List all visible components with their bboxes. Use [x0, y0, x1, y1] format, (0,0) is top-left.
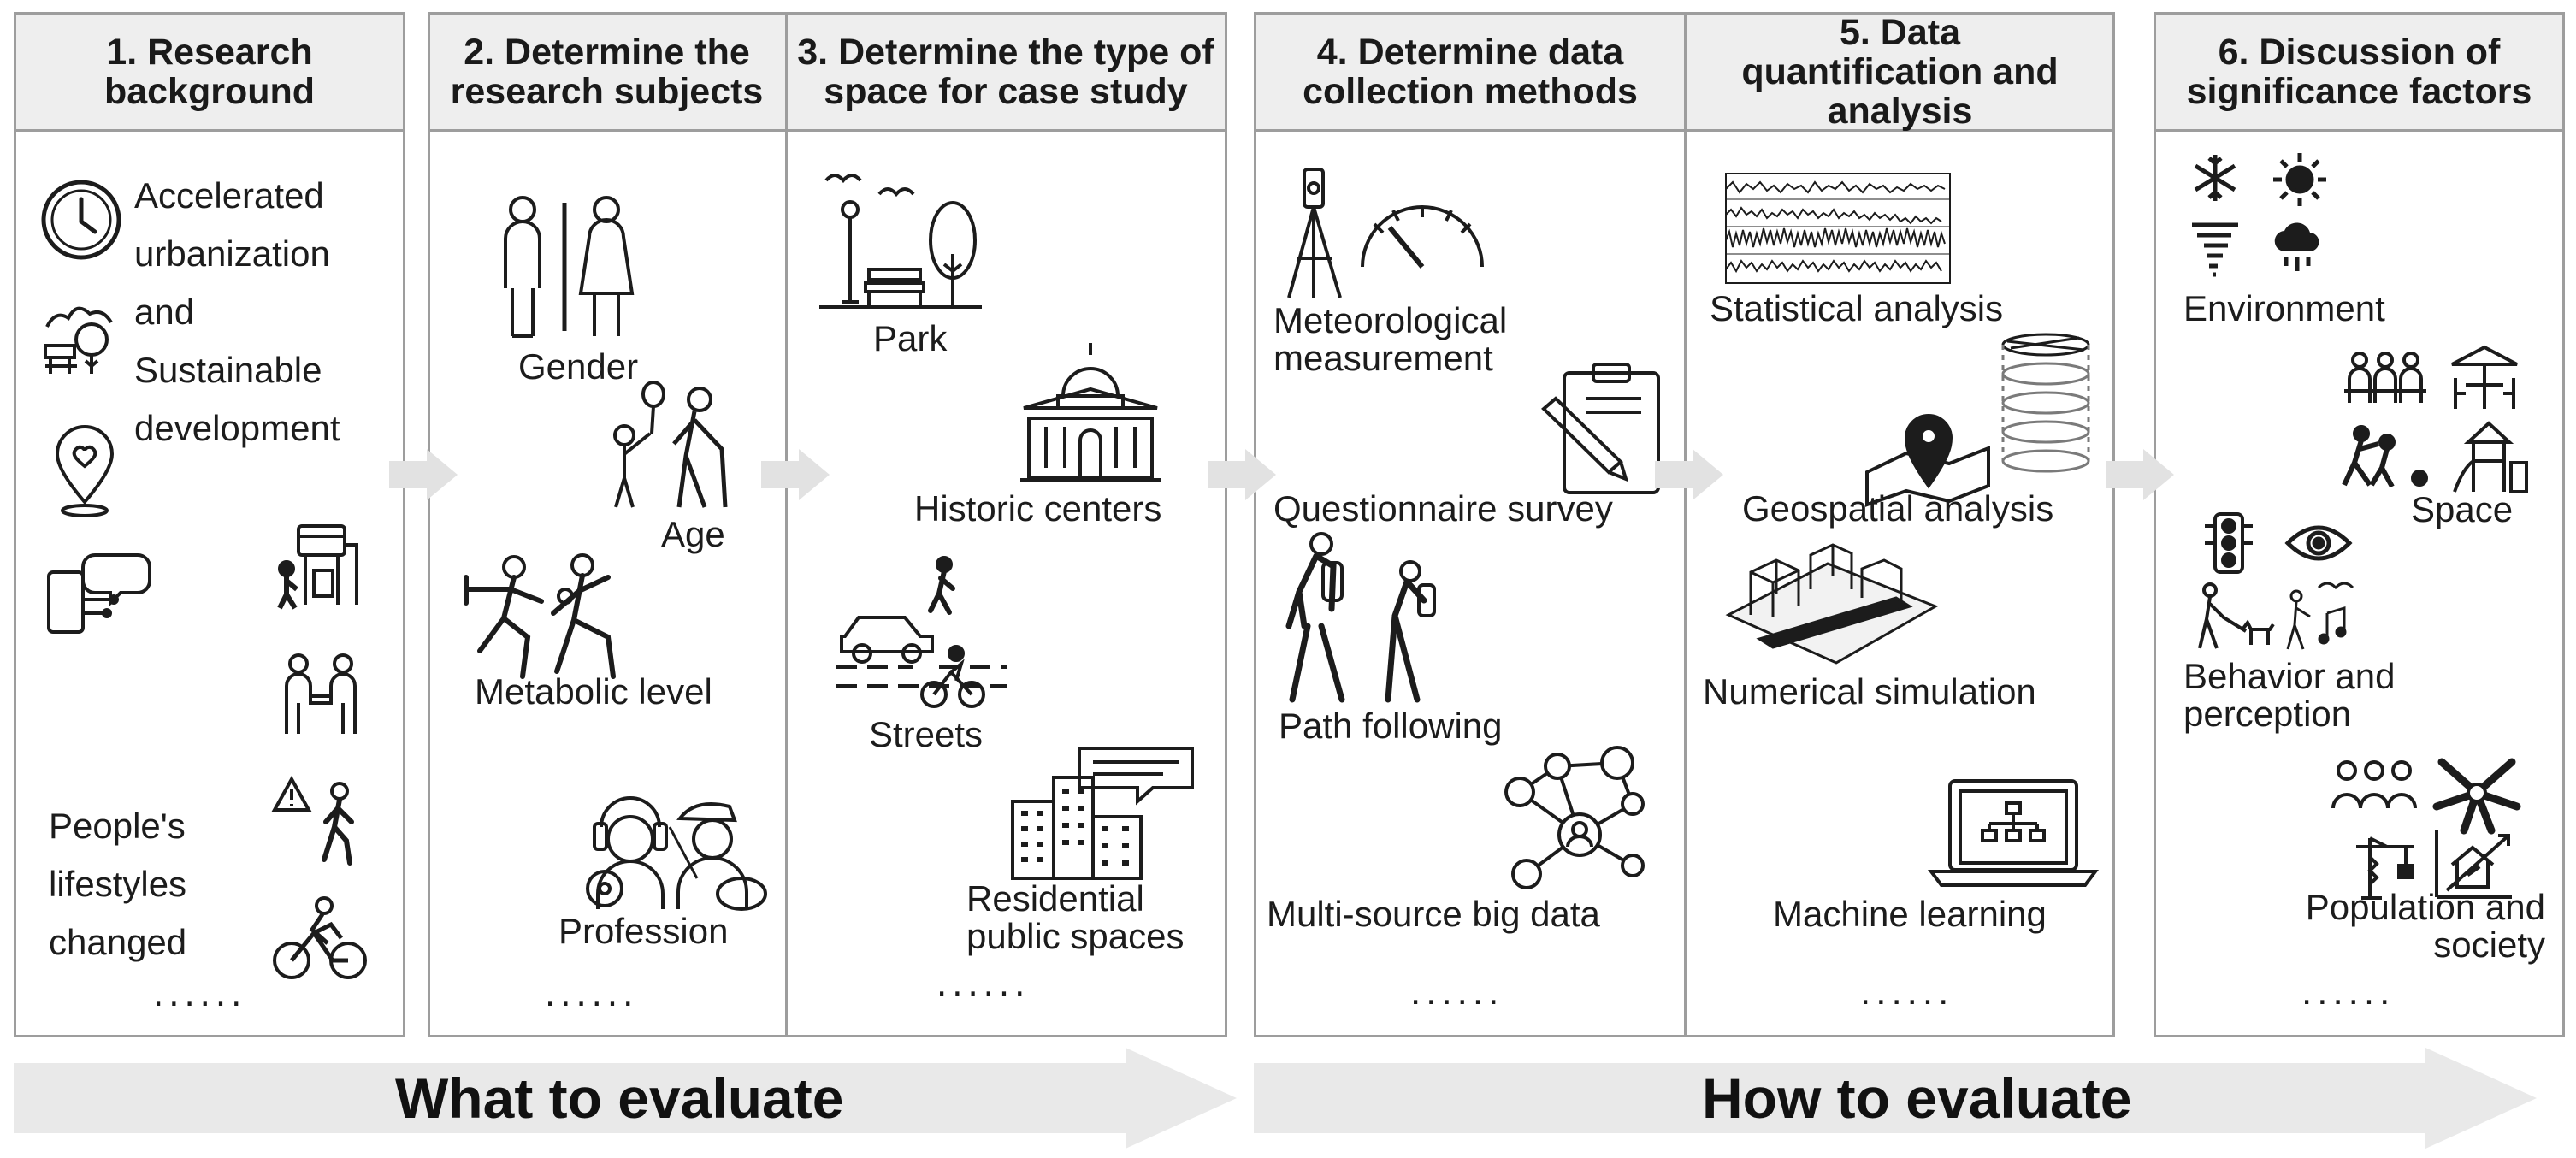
chevron-right-icon: [761, 449, 830, 500]
phone-chat-icon: [44, 547, 155, 641]
laptop-icon: [1928, 776, 2099, 891]
gender-label: Gender: [518, 346, 639, 387]
hikers-icon: [1282, 532, 1453, 703]
what-to-evaluate-arrow: What to evaluate: [14, 1048, 1237, 1149]
hands-together-icon: [2430, 752, 2524, 835]
playground-icon: [2451, 417, 2528, 493]
big-data-label: Multi-source big data: [1267, 894, 1600, 934]
eye-icon: [2284, 521, 2353, 565]
walking-dog-icon: [2195, 582, 2276, 652]
ellipsis: ......: [545, 972, 639, 1014]
how-to-evaluate-arrow: How to evaluate: [1254, 1048, 2537, 1149]
chevron-right-icon: [389, 449, 458, 500]
ellipsis: ......: [936, 962, 1031, 1004]
sun-icon: [2272, 151, 2328, 208]
panel-methods-and-analysis: 4. Determine data collection methods 5. …: [1254, 12, 2115, 1037]
column-title-research-subjects: 2. Determine the research subjects: [450, 32, 764, 112]
age-label: Age: [661, 514, 725, 554]
park-label: Park: [873, 318, 948, 358]
chevron-right-icon: [2106, 449, 2174, 500]
metabolic-label: Metabolic level: [475, 671, 712, 712]
column-title-space-type: 3. Determine the type of space for case …: [797, 32, 1214, 112]
streets-icon: [836, 556, 1007, 712]
geospatial-label: Geospatial analysis: [1742, 488, 2054, 529]
snowflake-icon: [2190, 153, 2240, 203]
panel-header: 4. Determine data collection methods 5. …: [1256, 12, 2112, 132]
park-icon: [819, 168, 982, 314]
streets-label: Streets: [869, 714, 984, 754]
meteorological-label: Meteorological measurement: [1273, 300, 1508, 378]
location-heart-icon: [50, 425, 119, 519]
house-growth-icon: [2430, 827, 2515, 900]
ellipsis: ......: [1410, 971, 1504, 1013]
cyclist-icon: [273, 895, 367, 981]
ellipsis: ......: [153, 972, 247, 1014]
profession-label: Profession: [558, 911, 729, 951]
time-series-chart-icon: [1714, 160, 1953, 284]
ellipsis: ......: [1860, 971, 1954, 1013]
gender-icon: [492, 194, 637, 340]
what-to-evaluate-label: What to evaluate: [395, 1066, 844, 1130]
tornado-icon: [2190, 220, 2240, 277]
group-people-icon: [2331, 759, 2417, 810]
people-meeting-icon: [278, 652, 363, 737]
numerical-label: Numerical simulation: [1703, 671, 2036, 712]
space-label: Space: [2411, 489, 2514, 529]
3d-model-icon: [1725, 538, 1939, 666]
questionnaire-label: Questionnaire survey: [1273, 488, 1613, 529]
path-following-label: Path following: [1279, 706, 1503, 746]
warning-walker-icon: [271, 774, 367, 868]
statistical-label: Statistical analysis: [1710, 288, 2004, 328]
music-birds-icon: [2284, 579, 2361, 652]
survey-clipboard-icon: [1539, 361, 1667, 498]
panel-research-background: 1. Research background Accelerated urban…: [14, 12, 405, 1037]
age-icon: [606, 381, 747, 511]
column-title-data-quantification: 5. Data quantification and analysis: [1741, 12, 2059, 132]
chevron-right-icon: [1655, 449, 1723, 500]
column-title-data-collection: 4. Determine data collection methods: [1303, 32, 1638, 112]
column-divider: [1684, 15, 1687, 1035]
panel-significance-factors: 6. Discussion of significance factors En…: [2154, 12, 2565, 1037]
city-tree-icon: [38, 292, 124, 378]
layered-data-icon: [1999, 331, 2093, 493]
machine-learning-label: Machine learning: [1773, 894, 2047, 934]
crowd-bench-icon: [2343, 348, 2428, 408]
athletes-icon: [463, 552, 634, 680]
traffic-light-icon: [2203, 512, 2254, 574]
historic-building-icon: [1020, 340, 1161, 485]
chevron-right-icon: [1208, 449, 1276, 500]
column-divider: [785, 15, 788, 1035]
population-label: Population and society: [2305, 887, 2545, 965]
map-pin-icon: [1864, 404, 1992, 507]
rain-cloud-icon: [2269, 218, 2325, 275]
environment-label: Environment: [2183, 288, 2385, 328]
profession-icon: [584, 793, 772, 913]
weather-instrument-icon: [1280, 164, 1494, 301]
crane-icon: [2353, 831, 2417, 900]
column-title-significance: 6. Discussion of significance factors: [2186, 32, 2532, 112]
playing-children-icon: [2341, 425, 2435, 490]
network-people-icon: [1498, 746, 1651, 891]
behavior-label: Behavior and perception: [2183, 656, 2396, 734]
street-scene-icon: [273, 519, 367, 613]
urbanization-label: Accelerated urbanization and Sustainable…: [134, 175, 340, 448]
how-to-evaluate-label: How to evaluate: [1702, 1066, 2132, 1130]
residential-label: Residential public spaces: [966, 878, 1185, 956]
historic-label: Historic centers: [914, 488, 1162, 529]
column-title-research-background: 1. Research background: [103, 32, 316, 112]
panel-header: 6. Discussion of significance factors: [2156, 15, 2562, 132]
panel-header: 2. Determine the research subjects 3. De…: [430, 15, 1225, 132]
panel-header: 1. Research background: [16, 15, 403, 132]
ellipsis: ......: [2301, 971, 2396, 1013]
clock-icon: [38, 177, 124, 263]
cafe-table-icon: [2447, 344, 2522, 411]
lifestyles-label: People's lifestyles changed: [49, 806, 187, 962]
residential-icon: [1009, 743, 1197, 880]
panel-subjects-and-spaces: 2. Determine the research subjects 3. De…: [428, 12, 1227, 1037]
